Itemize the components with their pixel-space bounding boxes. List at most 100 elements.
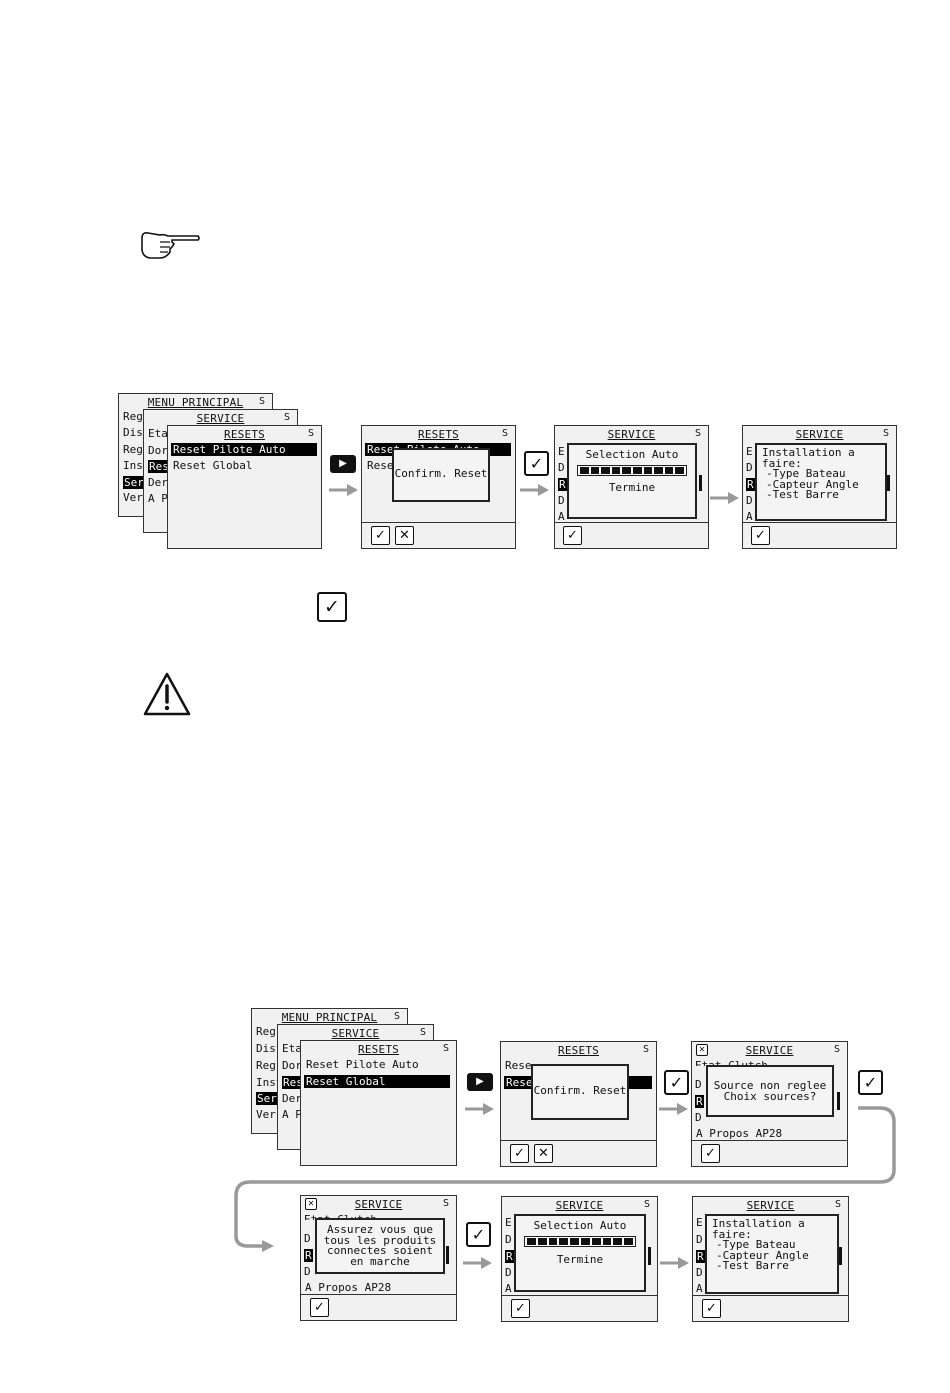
source-dialog: Source non reglee Choix sources? (706, 1065, 834, 1117)
warning-icon (142, 671, 192, 721)
check-key-icon[interactable]: ✓ (511, 1299, 530, 1318)
dialog-line: -Capteur Angle (766, 477, 859, 491)
menu-item: D (746, 461, 753, 474)
check-key-icon: ✓ (466, 1222, 491, 1247)
arrow-icon (463, 1255, 493, 1274)
status-s: S (419, 1027, 426, 1038)
softkey-bar: ✓ (743, 522, 896, 548)
status-s: S (258, 396, 265, 407)
scrollbar (446, 1246, 449, 1264)
check-key-icon[interactable]: ✓ (510, 1144, 529, 1163)
menu-item: D (304, 1232, 311, 1245)
menu-item: E (558, 445, 565, 458)
arrow-icon (329, 482, 359, 501)
cross-key-icon[interactable]: ✕ (534, 1144, 553, 1163)
menu-item-reset-pilote-auto[interactable]: Reset Pilote Auto (171, 443, 317, 456)
menu-item: Eta (282, 1042, 302, 1055)
check-key-icon[interactable]: ✓ (702, 1299, 721, 1318)
menu-item: A P (282, 1108, 302, 1121)
dialog-text: Confirm. Reset (394, 467, 488, 480)
screen-title: SERVICE (607, 428, 656, 441)
menu-item: D (558, 494, 565, 507)
menu-item: Ver (256, 1108, 276, 1121)
check-key-icon[interactable]: ✓ (310, 1298, 329, 1317)
dialog-line: -Type Bateau (766, 467, 846, 480)
check-key-icon[interactable]: ✓ (563, 526, 582, 545)
screen-service-selection-auto: SERVICE S E D R D A Selection Auto Termi… (554, 425, 709, 549)
menu-item-selected: R (696, 1250, 705, 1263)
screen-title: MENU PRINCIPAL (147, 396, 244, 409)
status-s: S (501, 428, 508, 439)
menu-item: D (696, 1233, 703, 1246)
screen-resets-confirm: RESETS S Reset Pilote Auto Rese Confirm.… (361, 425, 516, 549)
softkey-bar: ✓ (502, 1295, 657, 1321)
check-key-icon[interactable]: ✓ (371, 526, 390, 545)
menu-item: Der (148, 476, 168, 489)
arrow-icon (520, 482, 550, 501)
menu-item: Reg (123, 443, 143, 456)
screen-title: SERVICE (555, 1199, 604, 1212)
dialog-line: Source non reglee (713, 1079, 827, 1092)
menu-item-reset-global[interactable]: Reset Global (173, 459, 253, 472)
scrollbar (839, 1247, 842, 1265)
menu-item: Inst (256, 1076, 283, 1089)
menu-item: D (695, 1111, 702, 1124)
scrollbar (699, 475, 702, 491)
softkey-bar: ✓ (301, 1294, 456, 1320)
menu-item-selected: Res (282, 1076, 304, 1089)
menu-item: D (695, 1078, 702, 1091)
progress-bar (577, 465, 687, 476)
dialog-line: en marche (350, 1254, 410, 1268)
screen-title: RESETS (558, 1044, 599, 1057)
arrow-icon (710, 490, 740, 509)
dialog-line: -Capteur Angle (716, 1248, 809, 1262)
cross-key-icon[interactable]: ✕ (395, 526, 414, 545)
screen-title: SERVICE (795, 428, 844, 441)
menu-item-reset-pilote-auto[interactable]: Reset Pilote Auto (306, 1058, 419, 1071)
menu-item: D (558, 461, 565, 474)
menu-item-selected: R (695, 1095, 704, 1108)
dialog-line: -Type Bateau (716, 1238, 796, 1251)
menu-item: Reg (123, 410, 143, 423)
screen-resets: RESETS S Reset Pilote Auto Reset Global (300, 1040, 457, 1166)
screen-title: SERVICE (196, 412, 245, 425)
menu-item: D (505, 1266, 512, 1279)
screen-service-installation: SERVICE S E D R D A Installation a faire… (742, 425, 897, 549)
menu-item: A (558, 510, 565, 523)
softkey-bar: ✓ (555, 522, 708, 548)
status-s: S (882, 428, 889, 439)
menu-item: A (746, 510, 753, 523)
status-s: S (643, 1199, 650, 1210)
screen-service-selection-auto: SERVICE S E D R D A Selection Auto Termi… (501, 1196, 658, 1322)
menu-item: D (696, 1266, 703, 1279)
menu-item-reset-global[interactable]: Reset Global (304, 1075, 450, 1088)
menu-item: E (696, 1216, 703, 1229)
menu-item-selected: R (746, 478, 755, 491)
menu-item: D (505, 1233, 512, 1246)
screen-title: SERVICE (746, 1199, 795, 1212)
menu-item: Inst (123, 459, 150, 472)
check-key-icon[interactable]: ✓ (701, 1144, 720, 1163)
dialog-line: -Test Barre (766, 488, 839, 501)
screen-title: MENU PRINCIPAL (281, 1011, 378, 1024)
confirm-reset-dialog: Confirm. Reset (531, 1064, 629, 1120)
check-key-icon: ✓ (524, 451, 549, 476)
check-key-icon[interactable]: ✓ (751, 526, 770, 545)
menu-item-selected: R (505, 1250, 514, 1263)
dialog-line: tous les produits (323, 1233, 437, 1247)
status-s: S (442, 1043, 449, 1054)
menu-item: Rese (505, 1059, 532, 1072)
menu-item: Ver (123, 491, 143, 504)
dialog-line: Choix sources? (723, 1090, 817, 1103)
menu-item: A (505, 1282, 512, 1295)
status-s: S (283, 412, 290, 423)
menu-item-selected: Ser (123, 476, 145, 489)
dialog-line: connectes soient (327, 1244, 433, 1257)
arrow-icon (660, 1255, 690, 1274)
installation-dialog: Installation a faire: -Type Bateau -Capt… (705, 1214, 839, 1294)
dialog-line: -Test Barre (716, 1259, 789, 1272)
menu-item: Dist (256, 1042, 283, 1055)
arrow-icon (465, 1101, 495, 1120)
status-s: S (642, 1044, 649, 1055)
menu-item-selected: Res (148, 460, 170, 473)
